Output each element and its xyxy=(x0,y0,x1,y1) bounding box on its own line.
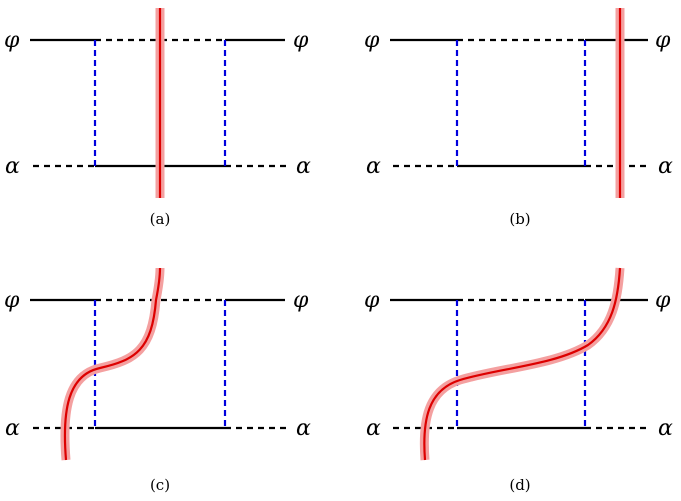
caption: (a) xyxy=(150,210,171,228)
panel-d: φ φ α α (d) xyxy=(364,267,673,494)
label-bottom-right: α xyxy=(658,416,673,441)
cut-halo xyxy=(419,267,625,461)
label-top-left: φ xyxy=(364,288,380,313)
cut-line xyxy=(423,267,622,461)
caption: (d) xyxy=(509,476,530,494)
label-bottom-left: α xyxy=(366,154,381,179)
label-top-right: φ xyxy=(293,28,309,53)
label-top-left: φ xyxy=(4,288,20,313)
label-bottom-left: α xyxy=(5,416,20,441)
label-bottom-right: α xyxy=(658,154,673,179)
caption: (b) xyxy=(509,210,530,228)
label-top-right: φ xyxy=(293,288,309,313)
label-bottom-left: α xyxy=(366,416,381,441)
label-top-left: φ xyxy=(4,28,20,53)
label-bottom-left: α xyxy=(5,154,20,179)
panel-c: φ φ α α (c) xyxy=(4,267,311,494)
label-bottom-right: α xyxy=(296,416,311,441)
panel-a: φ φ α α (a) xyxy=(4,8,311,228)
label-top-left: φ xyxy=(364,28,380,53)
panel-b: φ φ α α (b) xyxy=(364,8,673,228)
label-top-right: φ xyxy=(655,288,671,313)
cut-line xyxy=(63,267,162,461)
label-top-right: φ xyxy=(655,28,671,53)
caption: (c) xyxy=(150,476,170,494)
label-bottom-right: α xyxy=(296,154,311,179)
